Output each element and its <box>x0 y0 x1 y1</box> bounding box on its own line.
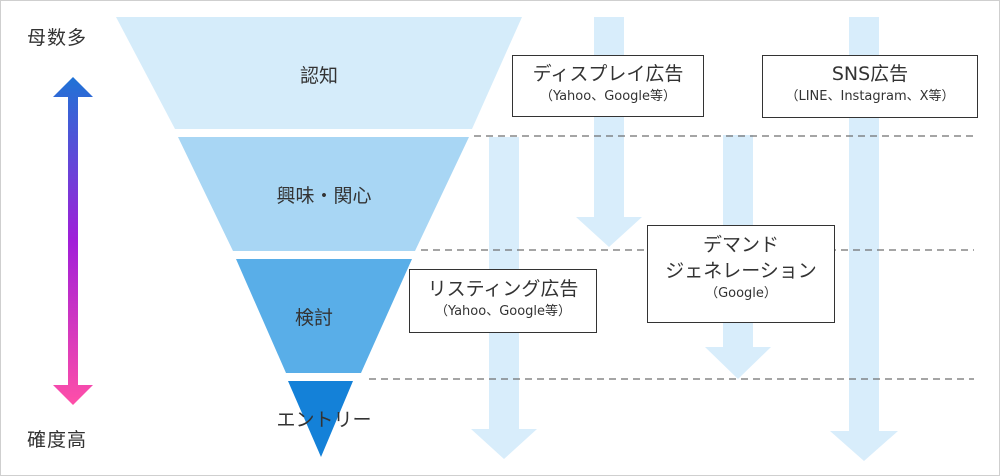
funnel-stage-interest <box>178 137 469 251</box>
stage-label-consideration: 検討 <box>294 307 333 329</box>
stage-label-interest: 興味・関心 <box>276 185 372 207</box>
sns-ads-subtitle: （LINE、Instagram、X等） <box>785 89 955 104</box>
funnel-stage-awareness <box>116 17 522 129</box>
axis-bottom-label: 確度高 <box>27 429 88 451</box>
funnel-stage-entry <box>288 381 353 457</box>
listing-ads-callout: リスティング広告 （Yahoo、Google等） <box>409 269 597 333</box>
listing-ads-subtitle: （Yahoo、Google等） <box>434 304 572 319</box>
vertical-double-arrow <box>53 77 93 405</box>
sns-ads-title: SNS広告 <box>831 63 909 85</box>
funnel-stage-consideration <box>236 259 412 373</box>
display-ads-callout: ディスプレイ広告 （Yahoo、Google等） <box>512 55 704 117</box>
display-ads-title: ディスプレイ広告 <box>532 63 684 85</box>
demand-gen-title-line2: ジェネレーション <box>665 260 817 282</box>
demand-gen-subtitle: （Google） <box>705 286 777 301</box>
demand-gen-title: デマンド <box>702 234 779 256</box>
sns-ads-callout: SNS広告 （LINE、Instagram、X等） <box>762 55 978 118</box>
stage-label-entry: エントリー <box>276 409 372 431</box>
axis-top-label: 母数多 <box>27 27 88 49</box>
listing-ads-title: リスティング広告 <box>427 278 579 300</box>
stage-label-awareness: 認知 <box>299 65 338 87</box>
sns-reach-arrow <box>830 17 898 461</box>
display-ads-subtitle: （Yahoo、Google等） <box>539 89 677 104</box>
demand-gen-callout: デマンド ジェネレーション （Google） <box>647 225 835 323</box>
display-reach-arrow <box>576 17 642 247</box>
